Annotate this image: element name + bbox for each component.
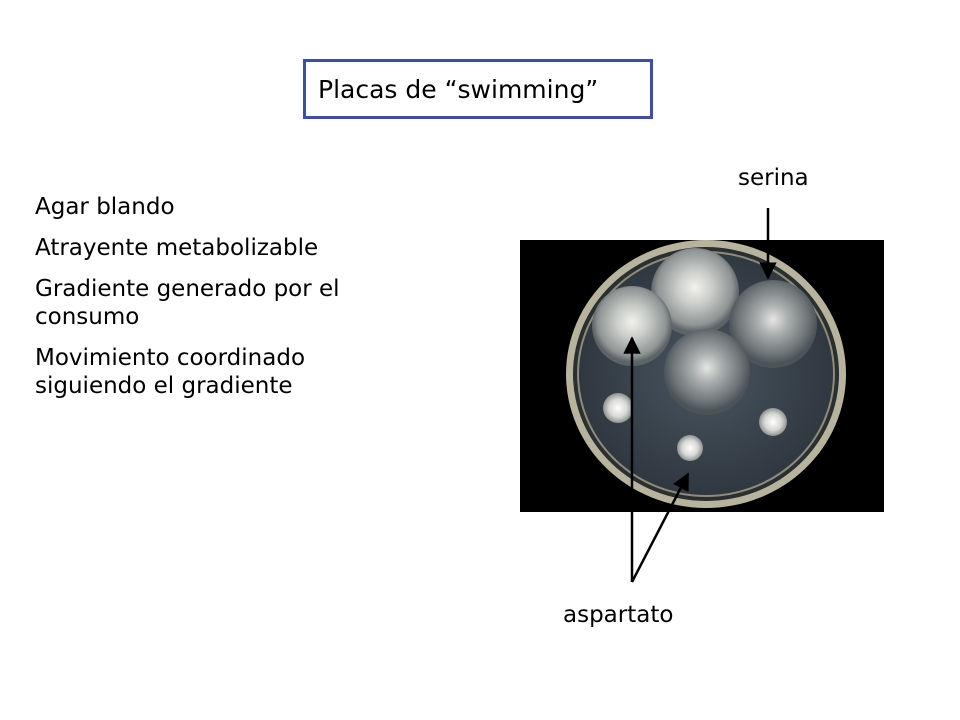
colony-right <box>729 280 817 368</box>
bullet-item: Agar blando <box>35 194 175 220</box>
colony-small <box>759 408 787 436</box>
colony-small <box>677 435 703 461</box>
bullet-item: Atrayente metabolizable <box>35 235 319 261</box>
colony-center <box>664 329 750 415</box>
petri-dish-photo <box>520 240 884 512</box>
title-box: Placas de “swimming” <box>303 59 653 119</box>
colony-top <box>651 248 739 336</box>
bullet-list: Agar blando Atrayente metabolizable Grad… <box>35 193 455 413</box>
label-serina: serina <box>738 165 809 191</box>
bullet-item: Gradiente generado por el consumo <box>35 276 340 330</box>
bullet-item: Movimiento coordinado siguiendo el gradi… <box>35 345 306 399</box>
colony-small <box>603 393 633 423</box>
label-aspartato: aspartato <box>563 602 674 628</box>
slide-title: Placas de “swimming” <box>318 75 599 104</box>
colony-left <box>592 286 672 366</box>
